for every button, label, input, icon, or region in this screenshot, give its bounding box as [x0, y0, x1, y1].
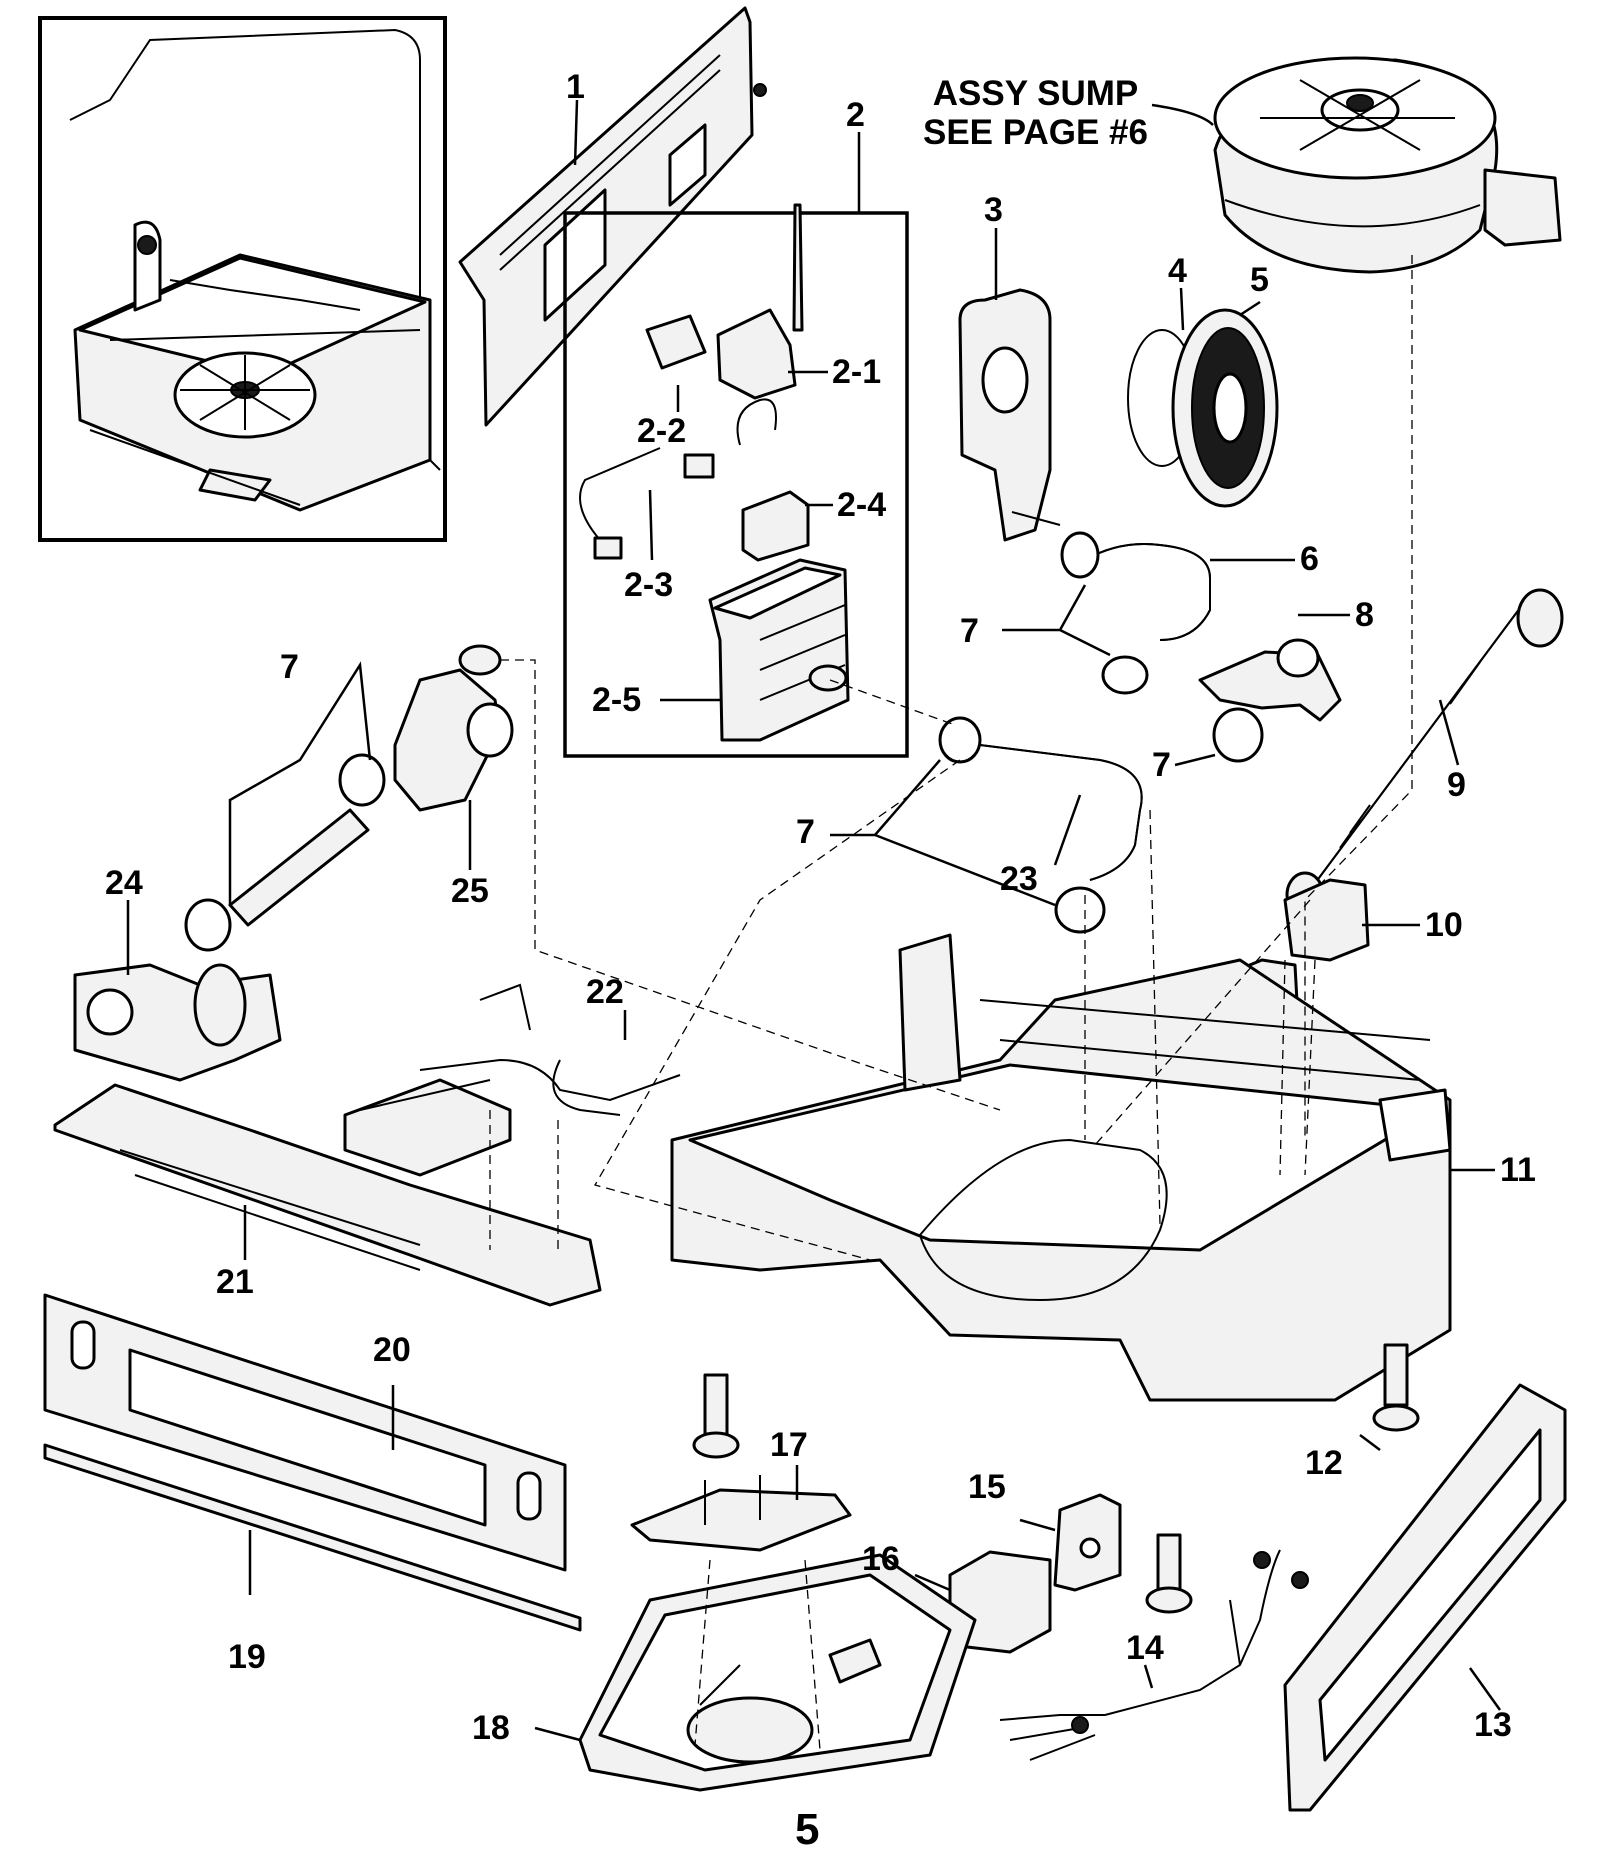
label-13: 13 [1474, 1706, 1512, 1744]
label-23: 23 [1000, 860, 1038, 898]
part-1-side-panel [458, 6, 767, 427]
label-7-upper: 7 [960, 612, 979, 650]
part-7-clamp-right [1212, 707, 1264, 763]
part-14-wire-harness [999, 1549, 1309, 1761]
label-16: 16 [862, 1540, 900, 1578]
part-12-legs [692, 1343, 1420, 1614]
part-19-strip [43, 1443, 582, 1632]
label-19: 19 [228, 1638, 266, 1676]
part-18-gasket [534, 1553, 977, 1792]
label-11: 11 [1500, 1151, 1536, 1189]
part-11-base [670, 933, 1495, 1402]
label-25: 25 [451, 872, 489, 910]
part-6-hose [1084, 543, 1295, 641]
label-2: 2 [846, 96, 865, 134]
part-22-brackets [343, 983, 681, 1177]
label-9: 9 [1447, 766, 1466, 804]
assy-sump-callout: ASSY SUMP SEE PAGE #6 [908, 76, 1163, 150]
part-17-connector [630, 1465, 852, 1552]
label-7-lower: 7 [796, 813, 815, 851]
assy-sump [1151, 56, 1562, 274]
label-2-4: 2-4 [837, 486, 887, 524]
alignment-guides [489, 255, 1413, 1751]
label-7-left: 7 [280, 648, 299, 686]
label-5: 5 [1250, 261, 1269, 299]
assy-sump-line-1: ASSY SUMP [932, 74, 1139, 113]
label-1: 1 [566, 68, 585, 106]
label-20: 20 [373, 1331, 411, 1369]
part-24-valve [73, 900, 282, 1082]
assy-sump-line-2: SEE PAGE #6 [922, 113, 1148, 152]
part-13-panel [1283, 1383, 1567, 1812]
label-21: 21 [216, 1263, 254, 1301]
part-7-clamp-lower [830, 716, 1106, 934]
inset-overview [38, 16, 447, 542]
label-2-1: 2-1 [832, 353, 882, 391]
page-number: 5 [795, 1805, 820, 1854]
label-24: 24 [105, 864, 143, 902]
label-4: 4 [1168, 252, 1187, 290]
label-22: 22 [586, 973, 624, 1011]
label-17: 17 [770, 1426, 808, 1464]
part-21-cover [53, 1083, 602, 1307]
label-12: 12 [1305, 1444, 1343, 1482]
label-2-5: 2-5 [592, 681, 642, 719]
label-8: 8 [1355, 596, 1374, 634]
part-25-pump [393, 644, 514, 870]
part-7-clamp-upper [1002, 531, 1149, 695]
part-5-cover [1171, 300, 1279, 508]
part-20-panel [43, 1293, 567, 1572]
label-10: 10 [1425, 906, 1463, 944]
label-18: 18 [472, 1709, 510, 1747]
part-7-clamp-left [184, 661, 386, 952]
part-15-bracket [1019, 1493, 1122, 1592]
label-3: 3 [984, 191, 1003, 229]
label-6: 6 [1300, 540, 1319, 578]
label-7-right: 7 [1152, 746, 1171, 784]
part-23-hose [979, 744, 1143, 881]
label-2-3: 2-3 [624, 566, 674, 604]
part-9-drain-hose [1285, 588, 1564, 919]
label-15: 15 [968, 1468, 1006, 1506]
label-2-2: 2-2 [637, 412, 687, 450]
part-2-group-box [563, 132, 909, 758]
label-14: 14 [1126, 1629, 1164, 1667]
part-8-bracket [1198, 613, 1350, 722]
part-3-plate [958, 228, 1061, 542]
